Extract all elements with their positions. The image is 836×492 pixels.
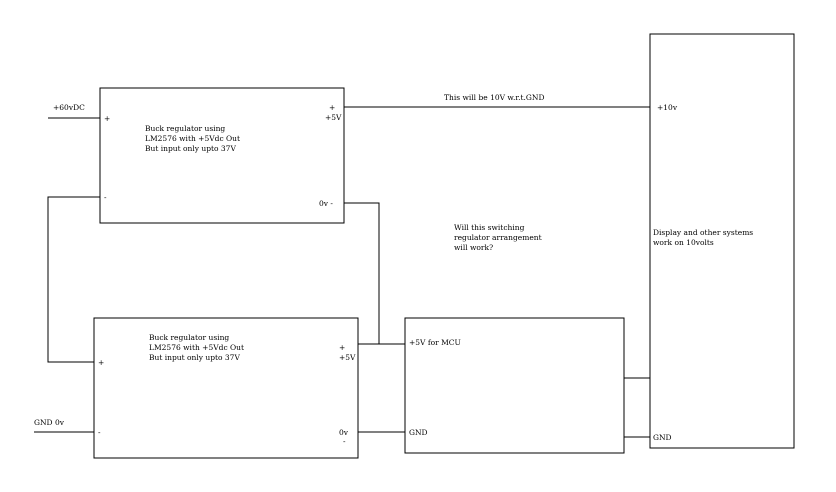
input-60vdc-label: +60vDC: [53, 103, 85, 112]
mcu-gnd-label: GND: [409, 428, 428, 437]
display-block: +10v Display and other systems work on 1…: [649, 33, 795, 449]
display-box: [649, 33, 795, 449]
top-desc-line1: Buck regulator using: [145, 124, 225, 133]
top-wire-note: This will be 10V w.r.t.GND: [444, 93, 544, 102]
bottom-desc-line1: Buck regulator using: [149, 333, 229, 342]
display-gnd-label: GND: [653, 433, 672, 442]
bottom-0v-out-label: 0v: [339, 428, 349, 437]
bottom-desc-line2: LM2576 with +5Vdc Out: [149, 343, 244, 352]
bottom-plus-out-label: +: [339, 343, 345, 352]
bottom-minus-in-label: -: [98, 428, 101, 437]
top-desc-line3: But input only upto 37V: [145, 144, 236, 153]
top-0v-to-bottom-plus-wire: [344, 202, 380, 344]
bottom-regulator-box: [93, 317, 359, 459]
question-line1: Will this switching: [454, 223, 525, 232]
question-line3: will work?: [454, 243, 493, 252]
top-regulator-block: +60vDC + - Buck regulator using LM2576 w…: [53, 87, 345, 224]
top-plus-out-label: +: [329, 103, 335, 112]
top-minus-in-label: -: [104, 193, 107, 202]
gnd-0v-label: GND 0v: [34, 418, 65, 427]
question-line2: regulator arrangement: [454, 233, 542, 242]
top-regulator-box: [99, 87, 345, 224]
display-desc-line2: work on 10volts: [653, 238, 714, 247]
question-note: Will this switching regulator arrangemen…: [454, 223, 542, 252]
top-desc-line2: LM2576 with +5Vdc Out: [145, 134, 240, 143]
mcu-box: [404, 317, 625, 454]
bottom-plus-in-label: +: [98, 358, 104, 367]
top-minus-to-bottom-plus-wire: [47, 196, 100, 363]
bottom-regulator-block: GND 0v + - Buck regulator using LM2576 w…: [34, 317, 359, 459]
top-0v-out-label: 0v -: [319, 199, 333, 208]
bottom-minus-out-label: -: [343, 437, 346, 446]
top-5v-out-label: +5V: [325, 113, 342, 122]
bottom-desc-line3: But input only upto 37V: [149, 353, 240, 362]
bottom-5v-out-label: +5V: [339, 353, 356, 362]
mcu-block: +5V for MCU GND: [404, 317, 625, 454]
display-desc-line1: Display and other systems: [653, 228, 753, 237]
display-plus10v-label: +10v: [657, 103, 678, 112]
mcu-plus5v-label: +5V for MCU: [409, 338, 461, 347]
top-plus-in-label: +: [104, 114, 110, 123]
